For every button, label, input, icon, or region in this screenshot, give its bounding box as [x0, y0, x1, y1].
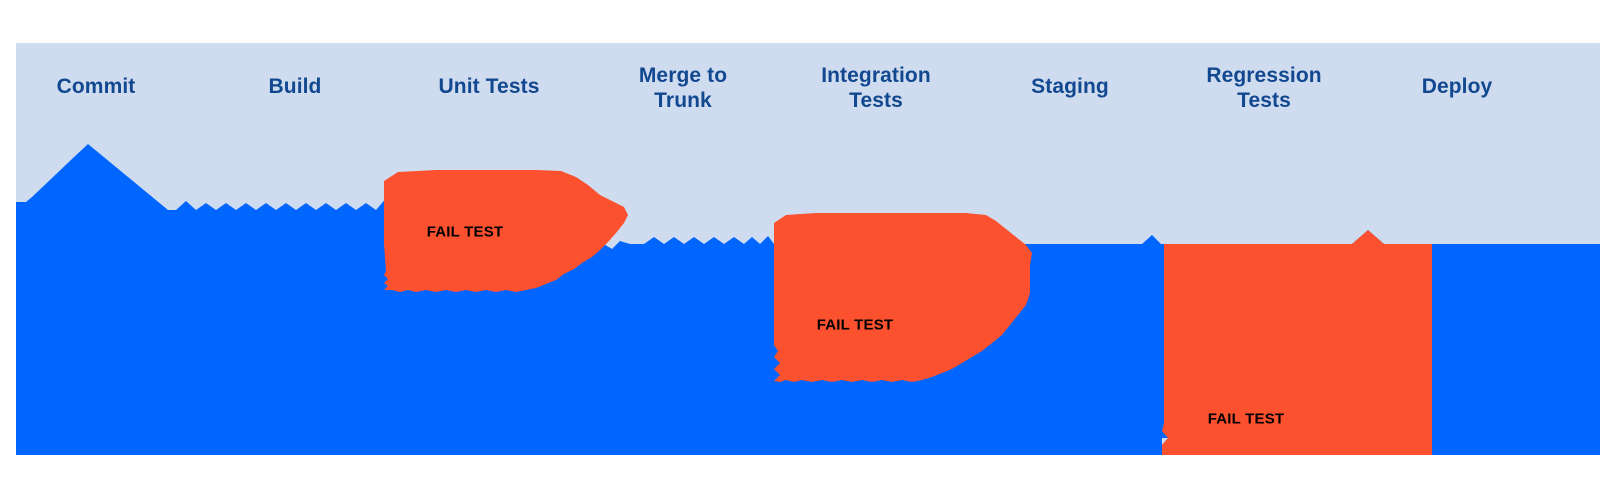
chart-panel: Commit Build Unit Tests Merge to Trunk I… — [16, 43, 1600, 455]
fail-block-regression-tests — [1162, 230, 1432, 455]
pipeline-area-chart — [16, 43, 1600, 455]
fail-block-unit-tests — [384, 170, 628, 292]
fail-block-integration-tests — [774, 213, 1032, 382]
